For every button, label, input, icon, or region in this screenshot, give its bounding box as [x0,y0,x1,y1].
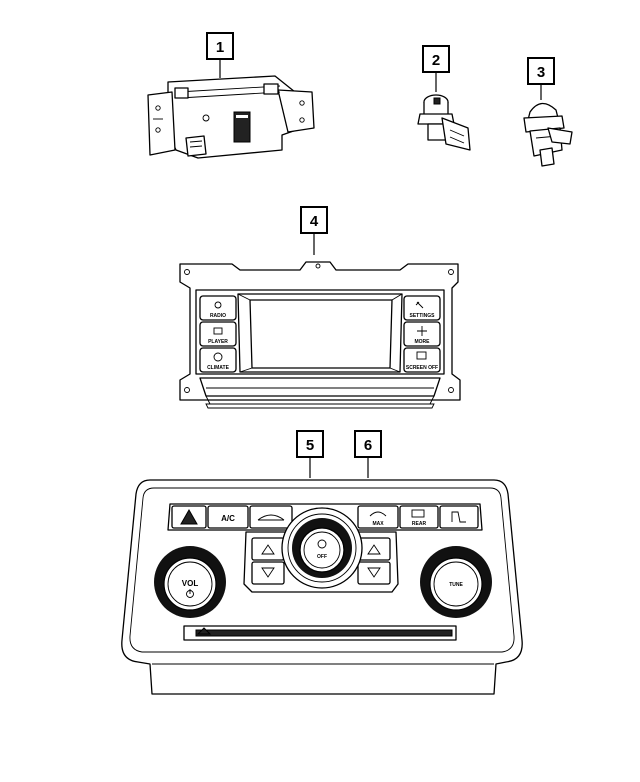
more-label: MORE [415,339,431,345]
temp-down-left-button[interactable] [251,561,285,585]
callout-5-number: 5 [306,437,314,454]
callout-6: 6 [354,430,382,478]
radio-label: RADIO [210,313,226,319]
seat-icon [451,511,466,523]
climate-control-panel: A/C MAX REAR OFF [121,479,523,695]
screen-off-button[interactable] [403,347,441,373]
screen-icon [416,351,427,360]
defrost-button[interactable] [357,505,399,529]
ac-label: A/C [221,514,235,523]
callout-3-number: 3 [537,64,545,81]
off-label: OFF [317,554,327,560]
defrost-icon [369,511,387,517]
wrench-icon [415,301,424,309]
radio-icon [214,301,222,309]
display-left-buttons: RADIO PLAYER CLIMATE [199,295,237,373]
callout-3: 3 [527,57,555,100]
vol-label: VOL [182,579,199,588]
eject-icon [196,627,212,635]
hazard-icon [180,508,198,525]
recirc-button[interactable] [249,505,293,529]
callout-6-number: 6 [364,437,372,454]
module-part-1 [147,75,315,159]
screen-off-label: SCREEN OFF [406,365,438,371]
temp-up-left-button[interactable] [251,537,285,561]
settings-label: SETTINGS [409,313,435,319]
fan-knob[interactable]: OFF [281,507,363,589]
display-right-buttons: SETTINGS MORE SCREEN OFF [403,295,441,373]
fan-icon [317,539,327,549]
climate-label: CLIMATE [207,365,230,371]
cd-slot[interactable] [195,629,453,637]
settings-button[interactable] [403,295,441,321]
radio-display-part-4: RADIO PLAYER CLIMATE SETTINGS MORE SCREE… [179,261,461,409]
callout-4: 4 [300,206,328,255]
callout-4-number: 4 [310,213,319,230]
volume-knob[interactable]: VOL [154,546,226,618]
ac-button[interactable] [207,505,249,529]
temp-down-right-button[interactable] [357,561,391,585]
plus-icon [417,326,427,336]
climate-fan-icon [213,352,223,362]
connector-part-2 [417,94,471,151]
player-label: PLAYER [208,339,228,345]
callout-2: 2 [422,45,450,92]
tune-knob[interactable]: TUNE [420,546,492,618]
callout-1-number: 1 [216,39,224,56]
callout-5: 5 [296,430,324,478]
rear-label: REAR [412,521,427,527]
max-label: MAX [372,521,384,527]
tune-label: TUNE [449,582,463,588]
recirc-car-icon [257,514,285,521]
socket-part-3 [523,102,573,167]
callout-1: 1 [206,32,234,78]
player-icon [213,327,223,335]
climate-button[interactable] [199,347,237,373]
callout-2-number: 2 [432,52,440,69]
rear-defrost-icon [411,509,425,518]
temp-up-right-button[interactable] [357,537,391,561]
